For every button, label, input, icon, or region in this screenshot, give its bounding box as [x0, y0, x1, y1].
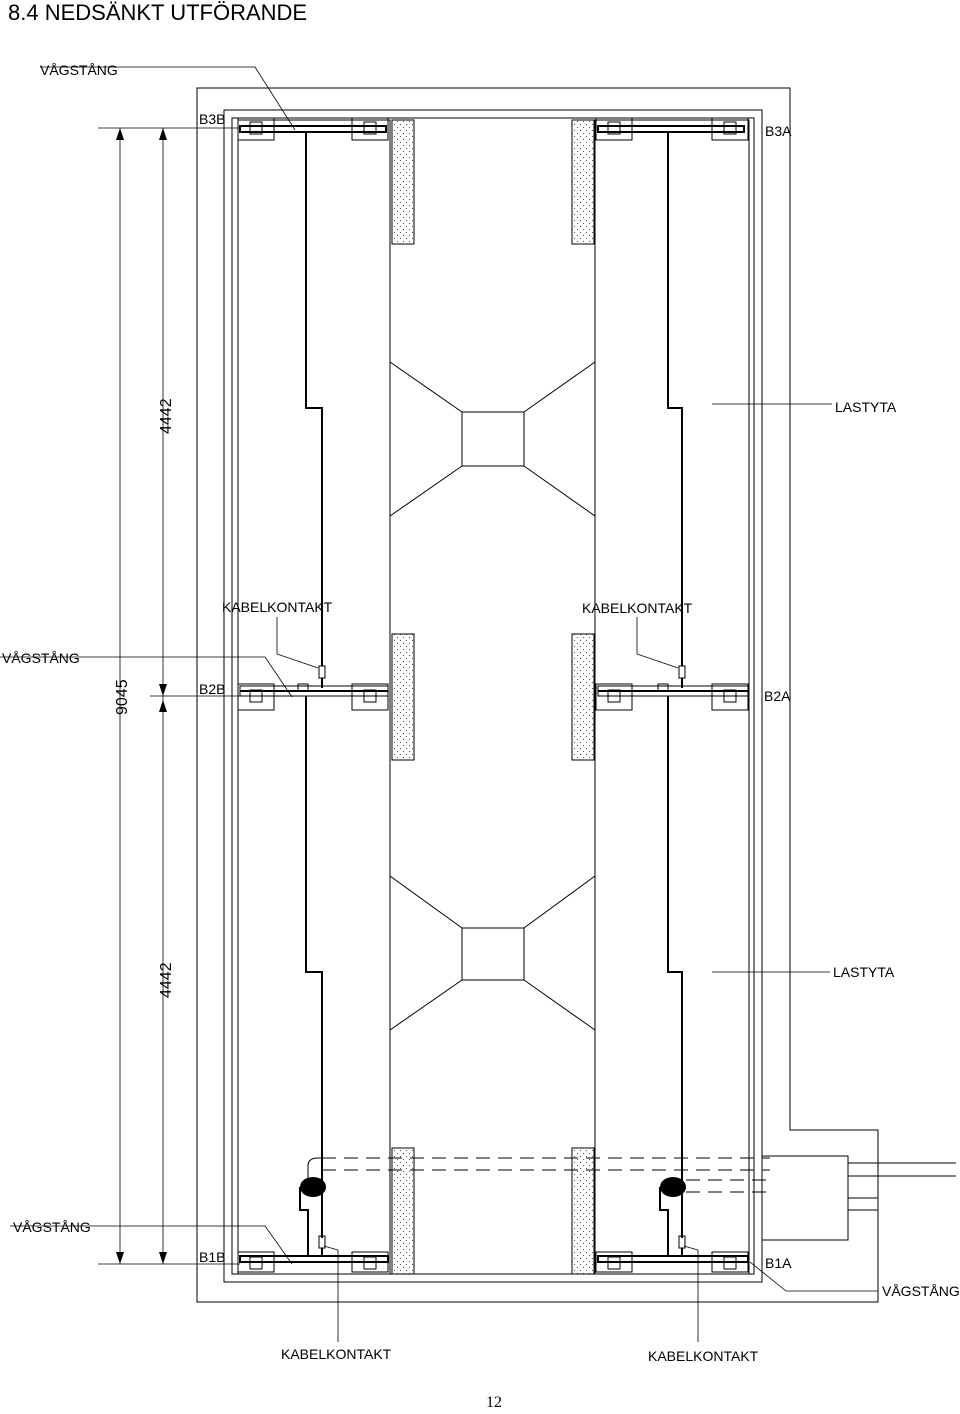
label-b3a: B3A [765, 123, 792, 139]
junction-box-right [659, 1177, 686, 1256]
cable-left-upper [305, 132, 323, 666]
dimension-total-label: 9045 [114, 679, 131, 715]
label-b3b: B3B [199, 111, 225, 127]
dimension-lower [159, 696, 167, 1264]
weigh-beam-b3a [595, 117, 749, 141]
dimension-total [116, 128, 124, 1264]
conduit-exit [761, 1155, 956, 1241]
centre-support-upper [389, 361, 596, 517]
label-lastyta-lower: LASTYTA [833, 964, 895, 980]
cable-connector [678, 665, 686, 679]
label-vagstang-bottom-left: VÅGSTÅNG [13, 1219, 91, 1235]
label-vagstang-bottom-right: VÅGSTÅNG [882, 1283, 960, 1299]
centre-support-lower [389, 875, 596, 1031]
label-vagstang-mid: VÅGSTÅNG [2, 650, 80, 666]
page-title: 8.4 NEDSÄNKT UTFÖRANDE [8, 0, 308, 25]
dimension-lower-label: 4442 [158, 962, 175, 998]
weigh-beam-b1a [595, 1251, 749, 1273]
filler-strip [391, 119, 415, 245]
filler-strip [391, 1147, 415, 1275]
cable-left-lower [305, 696, 323, 1238]
label-vagstang-top: VÅGSTÅNG [40, 62, 118, 78]
label-b2a: B2A [764, 688, 791, 704]
platform-right [594, 119, 750, 1275]
filler-strip [571, 119, 595, 245]
cable-right-upper [667, 132, 683, 666]
label-b2b: B2B [199, 681, 225, 697]
weigh-beam-b2b [237, 683, 389, 711]
junction-box-left [299, 1157, 326, 1256]
label-lastyta-upper: LASTYTA [835, 399, 897, 415]
label-kabelkontakt-bottom-right: KABELKONTAKT [648, 1348, 759, 1364]
label-b1b: B1B [199, 1249, 225, 1265]
pit-outline [196, 87, 879, 1303]
filler-strip [391, 633, 415, 761]
filler-strip [571, 1147, 595, 1275]
cable-connector [318, 665, 326, 679]
cable-right-lower [667, 696, 683, 1238]
dimension-upper [159, 128, 167, 696]
label-kabelkontakt-bottom-left: KABELKONTAKT [281, 1346, 392, 1362]
page-number: 12 [486, 1394, 502, 1411]
label-kabelkontakt-mid-left: KABELKONTAKT [222, 599, 333, 615]
dimension-upper-label: 4442 [158, 398, 175, 434]
filler-strip [571, 633, 595, 761]
label-kabelkontakt-mid-right: KABELKONTAKT [582, 600, 693, 616]
weigh-beam-b3b [237, 117, 389, 141]
label-b1a: B1A [765, 1255, 792, 1271]
platform-left [237, 119, 391, 1275]
weigh-beam-b2a [595, 683, 749, 711]
weigh-beam-b1b [237, 1251, 389, 1273]
